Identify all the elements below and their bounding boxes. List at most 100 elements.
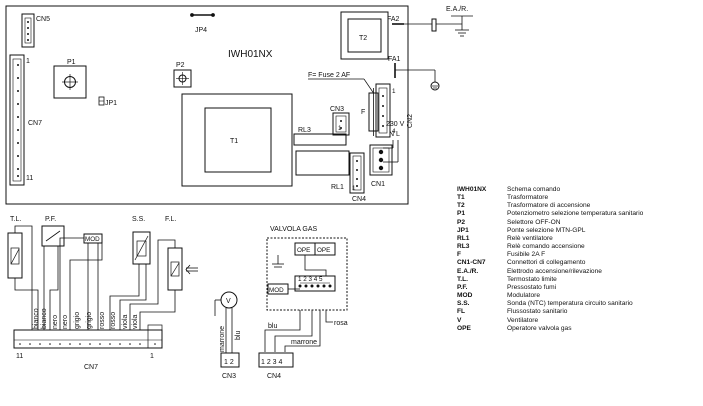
fuse-label: F= Fuse 2 AF	[308, 72, 350, 79]
label-fa2: FA2	[387, 16, 400, 23]
legend-description: Potenziometro selezione temperatura sani…	[507, 210, 644, 218]
legend-description: Relè comando accensione	[507, 243, 585, 251]
wire-label: viola	[122, 314, 129, 329]
cn7-external-connector	[13, 329, 163, 349]
legend-row: V Ventilatore	[457, 317, 697, 325]
legend-code: T1	[457, 194, 465, 202]
legend-code: P1	[457, 210, 466, 218]
legend-code: T.L.	[457, 275, 468, 283]
fan-label-v: V	[226, 298, 231, 305]
cn2-connector	[375, 83, 391, 138]
cn3-pins: 1 2	[224, 359, 234, 366]
legend-row: S.S.Sonda (NTC) temperatura circuito san…	[457, 300, 697, 308]
label-f: F	[361, 109, 365, 116]
cn2-pin-top: 1	[392, 88, 396, 95]
legend-description: Relè ventilatore	[507, 234, 553, 242]
t1-transformer	[181, 93, 293, 187]
cn7-pin-bottom: 11	[26, 175, 33, 182]
cn7-left-pin: 11	[16, 353, 23, 360]
cn2-pin-bottom: 4	[392, 128, 396, 135]
ground-icon	[430, 81, 440, 91]
tl-thermostat	[7, 232, 23, 279]
label-jp1: JP1	[105, 100, 117, 107]
legend-description: Ventilatore	[507, 316, 539, 324]
wire-label: rosso	[110, 312, 117, 329]
wire-label: nero	[62, 315, 69, 329]
cn7-connector	[9, 54, 25, 186]
legend-description: Schema comando	[507, 186, 561, 193]
wire-label: viola	[132, 314, 139, 329]
label-p2: P2	[176, 62, 185, 69]
ss-probe	[132, 231, 151, 265]
legend-row: P1 Potenziometro selezione temperatura sa…	[457, 210, 697, 218]
label-fa1: FA1	[388, 56, 401, 63]
legend-code: RL3	[457, 243, 470, 251]
board-title: IWH01NX	[228, 49, 273, 60]
label-mod: MOD	[85, 236, 100, 243]
label-cn7: CN7	[28, 120, 42, 127]
p1-potentiometer	[53, 65, 87, 99]
cn4-board-connector	[349, 152, 365, 194]
voltage-label: 230 V	[386, 121, 405, 128]
gas-valve-box	[266, 237, 348, 311]
cn7-pin-top: 1	[26, 58, 30, 65]
label-tl: T.L.	[10, 216, 21, 223]
label-rl1: RL1	[331, 184, 344, 191]
legend-code: E.A./R.	[457, 267, 479, 275]
legend-description: Selettore OFF-ON	[507, 218, 561, 226]
ope-2	[314, 242, 336, 256]
valve-wire-blu: blu	[268, 323, 277, 330]
label-jp4: JP4	[195, 27, 207, 34]
cn3-external-connector	[220, 352, 240, 368]
wire-label: rosso	[99, 312, 106, 329]
label-ss: S.S.	[132, 216, 145, 223]
label-cn3-external: CN3	[222, 373, 236, 380]
legend-description: Connettori di collegamento	[507, 259, 586, 267]
ope-label-1: OPE	[297, 247, 310, 254]
legend-code: V	[457, 316, 462, 324]
fan-wire-right: blu	[235, 331, 242, 340]
phase-label: N L	[389, 131, 400, 138]
legend-code: JP1	[457, 226, 469, 234]
wire-label: nero	[52, 315, 59, 329]
valve-connector	[294, 275, 336, 292]
valve-title: VALVOLA GAS	[270, 226, 318, 233]
cn5-connector	[21, 13, 35, 48]
legend-code: F	[457, 251, 462, 259]
valve-mod-label: MOD	[269, 287, 284, 294]
t2-transformer	[340, 11, 389, 60]
wire-label: grigio	[74, 312, 81, 329]
legend-description: Fusibile 2A F	[507, 251, 546, 259]
legend-row: E.A./R.Elettrodo accensione/rilevazione	[457, 268, 697, 276]
legend-row: RL3 Relè comando accensione	[457, 243, 697, 251]
label-t1: T1	[230, 138, 238, 145]
fan-wire-left: marrone	[219, 326, 226, 352]
rl3-relay	[293, 133, 347, 146]
legend-code: IWH01NX	[457, 186, 487, 193]
wire-label: bianco	[41, 308, 48, 329]
legend-description: Modulatore	[507, 292, 540, 300]
p2-selector	[173, 69, 192, 88]
legend-code: OPE	[457, 324, 471, 332]
wire-label: grigio	[86, 312, 93, 329]
label-t2: T2	[359, 35, 367, 42]
legend-description: Termostato limite	[507, 275, 557, 283]
legend-row: T.L. Termostato limite	[457, 276, 697, 284]
cn7-wire-labels: bianco bianco nero nero grigio grigio ro…	[33, 308, 139, 329]
legend-description: Trasformatore di accensione	[507, 202, 591, 210]
cn7-right-pin: 1	[150, 353, 154, 360]
cn4-pins: 1 2 3 4	[261, 359, 283, 366]
legend-description: Ponte selezione MTN-GPL	[507, 226, 586, 234]
legend-row: F Fusibile 2A F	[457, 251, 697, 259]
valve-wire-marrone: marrone	[291, 339, 317, 346]
cn3-pin: 1	[338, 125, 342, 132]
label-p1: P1	[67, 59, 76, 66]
cn4-external-connector	[258, 352, 294, 368]
legend-description: Sonda (NTC) temperatura circuito sanitar…	[507, 300, 633, 308]
legend-code: FL	[457, 308, 466, 316]
